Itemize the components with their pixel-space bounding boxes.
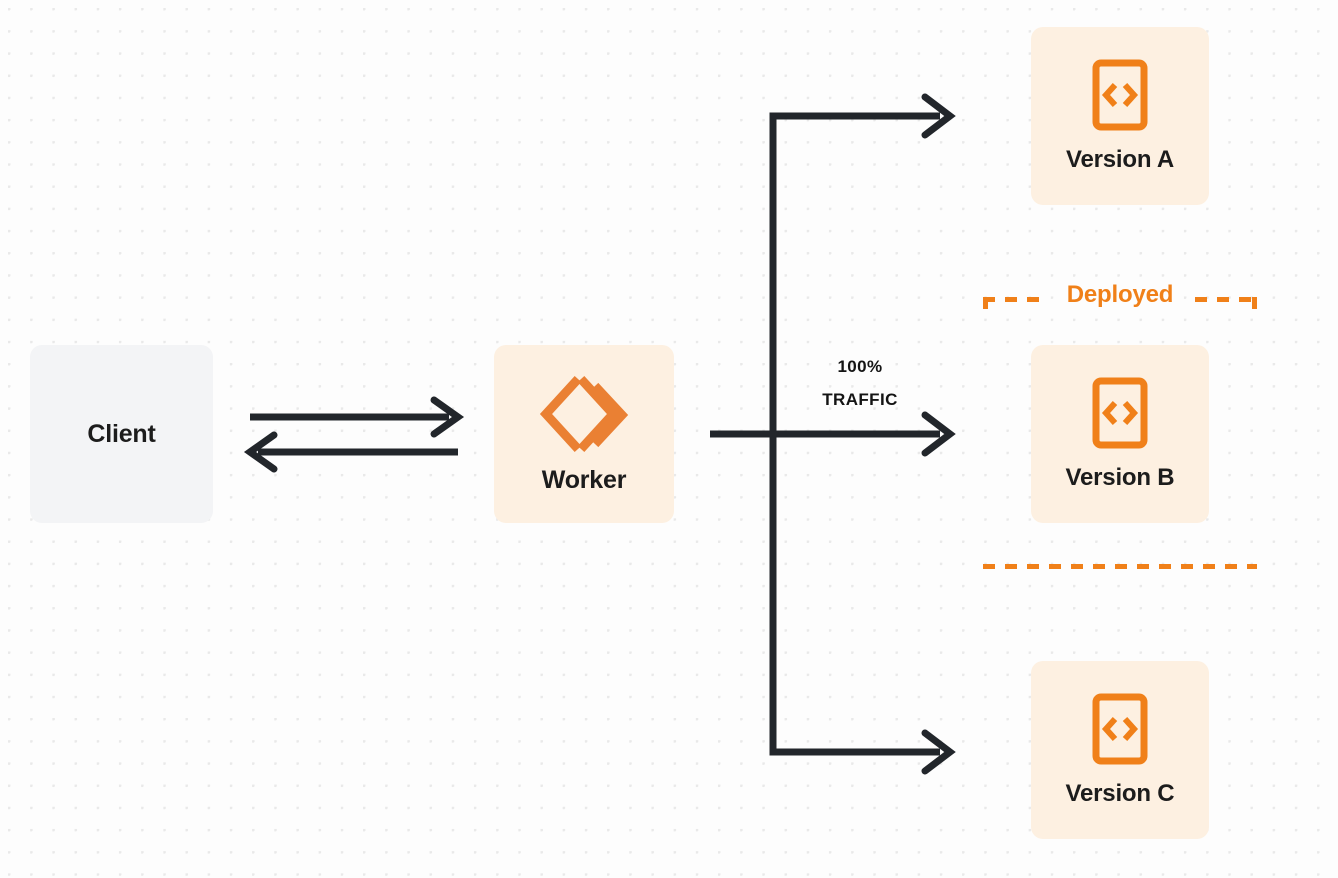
code-brackets-icon <box>1091 692 1149 766</box>
node-version-b-label: Version B <box>1065 464 1175 491</box>
deployed-frame-edge-top-left <box>983 297 1049 302</box>
node-worker-label: Worker <box>541 465 627 494</box>
deployed-badge: Deployed <box>1057 281 1183 309</box>
connector-worker-to-version-c <box>769 434 956 775</box>
code-brackets-icon <box>1091 58 1149 132</box>
node-version-c-label: Version C <box>1065 780 1175 807</box>
node-client[interactable]: Client <box>30 345 213 523</box>
node-worker[interactable]: Worker <box>494 345 674 523</box>
deployed-frame-edge-left <box>983 297 988 569</box>
traffic-label: 100% TRAFFIC <box>795 350 925 416</box>
connector-client-to-worker <box>250 396 465 438</box>
traffic-word-text: TRAFFIC <box>822 390 898 409</box>
code-brackets-icon <box>1091 376 1149 450</box>
connector-worker-to-version-b <box>710 411 956 457</box>
cloudflare-workers-logo-icon <box>538 374 630 454</box>
traffic-percent-text: 100% <box>837 357 883 376</box>
node-version-a[interactable]: Version A <box>1031 27 1209 205</box>
node-client-label: Client <box>87 419 156 448</box>
deployed-frame-edge-right <box>1252 297 1257 569</box>
deployed-frame-edge-top-right <box>1195 297 1257 302</box>
deployed-frame-edge-bottom <box>983 564 1257 569</box>
node-version-a-label: Version A <box>1065 146 1175 173</box>
connector-worker-to-client <box>243 431 458 473</box>
node-version-c[interactable]: Version C <box>1031 661 1209 839</box>
node-version-b[interactable]: Version B <box>1031 345 1209 523</box>
